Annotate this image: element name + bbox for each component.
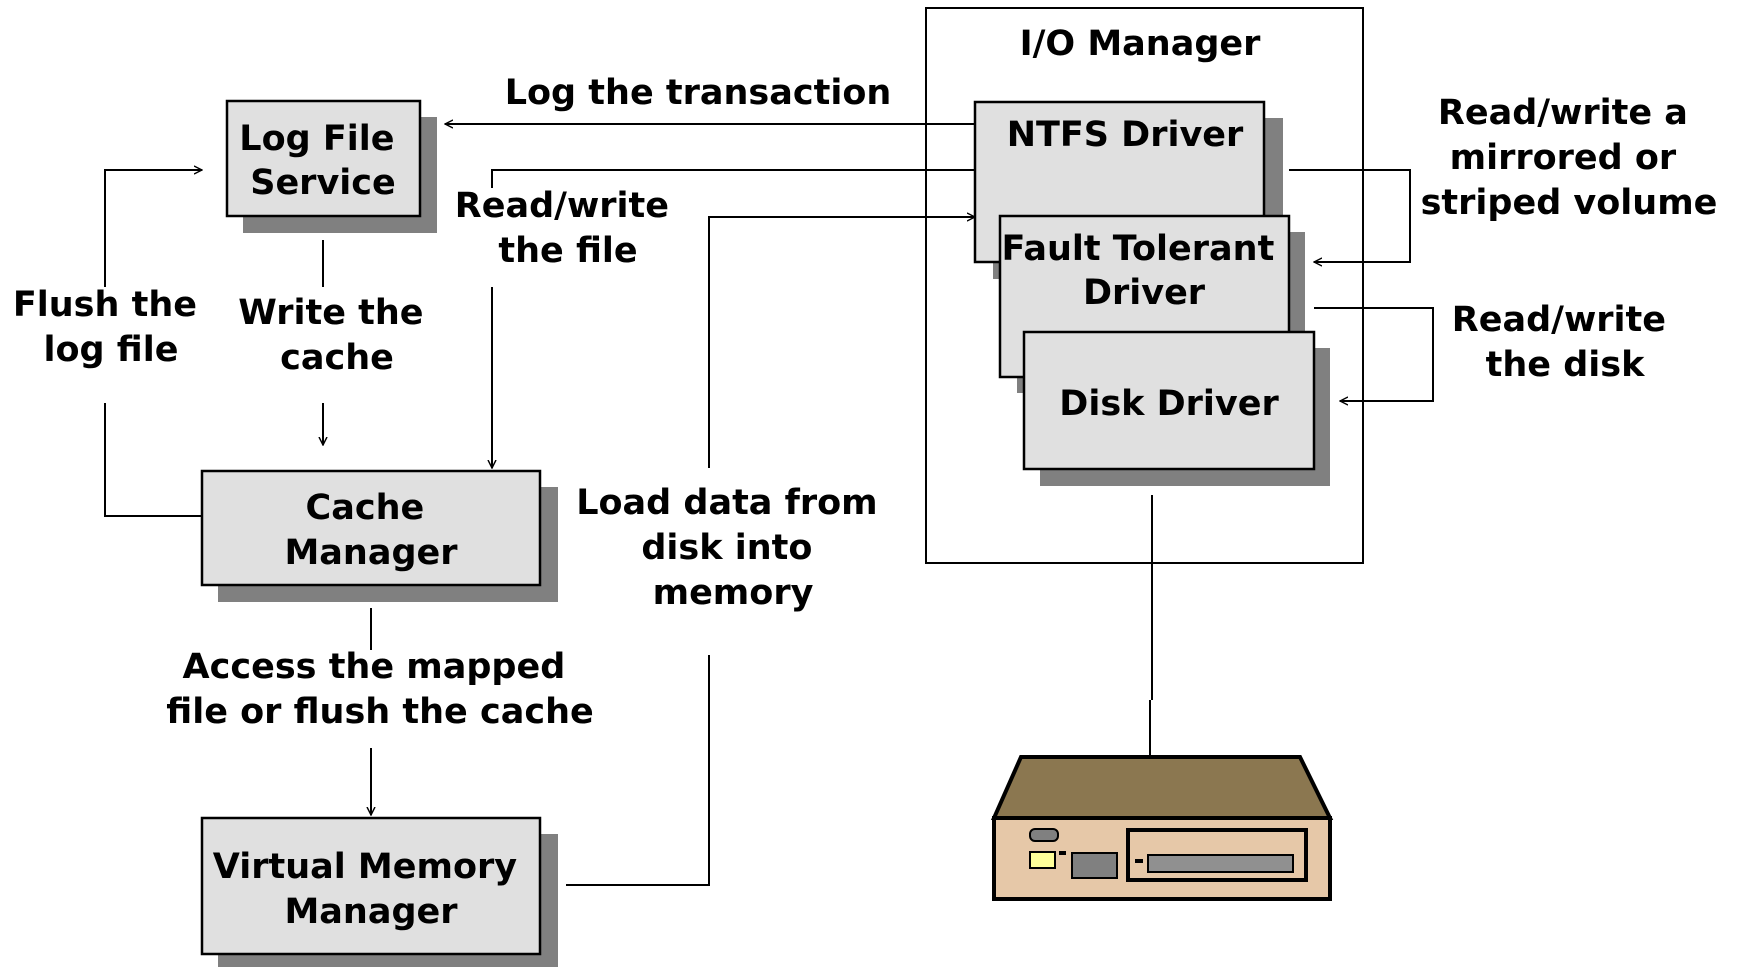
virtual-memory-manager-label: Manager <box>284 892 458 932</box>
disk-drive-bay-dash <box>1135 859 1143 863</box>
virtual-memory-manager-label: Virtual Memory <box>213 847 518 887</box>
label-write-cache: Write the cache <box>238 293 435 378</box>
disk-drive-light <box>1029 851 1056 869</box>
arrow-read-write-mirrored <box>1289 169 1411 262</box>
arrow-load-data <box>566 217 975 886</box>
label-read-write-disk: Read/write the disk <box>1452 300 1678 385</box>
io-manager-frame <box>925 7 1364 564</box>
arrow-read-write-file <box>492 169 975 468</box>
log-file-service-box: Log File Service <box>225 99 437 233</box>
disk-driver-label: Disk Driver <box>1059 384 1279 424</box>
label-access-mapped: Access the mapped file or flush the cach… <box>166 647 594 732</box>
log-file-service-label: Service <box>250 163 396 203</box>
cache-manager-label: Manager <box>284 533 458 573</box>
log-file-service-label: Log File <box>239 119 394 159</box>
svg-text:Fault Tolerant Driver: Fault Tolerant Driver <box>1001 229 1286 313</box>
svg-text:Virtual Memory Manager: Virtual Memory Manager <box>213 847 530 932</box>
arrow-read-write-disk <box>1314 307 1434 401</box>
cache-manager-label: Cache <box>306 488 425 528</box>
arrow-to-disk <box>1149 495 1153 775</box>
disk-drive-button <box>1071 852 1118 879</box>
disk-driver-box: Disk Driver <box>1022 330 1330 486</box>
label-log-transaction: Log the transaction <box>505 73 892 113</box>
fault-tolerant-driver-label: Fault Tolerant <box>1001 229 1274 269</box>
label-read-write-mirrored: Read/write a mirrored or striped volume <box>1421 93 1718 223</box>
disk-drive-top <box>990 755 1334 820</box>
svg-text:NTFS Driver: NTFS Driver <box>1007 115 1244 155</box>
label-flush-log: Flush the log file <box>13 285 209 370</box>
label-read-write-file: Read/write the file <box>455 186 681 271</box>
arrow-flush-log <box>104 170 202 517</box>
virtual-memory-manager-box: Virtual Memory Manager <box>200 816 558 967</box>
disk-drive-slot <box>1147 854 1294 873</box>
label-load-data: Load data from disk into memory <box>576 483 890 613</box>
io-manager-title: I/O Manager <box>1020 24 1262 64</box>
disk-drive-led <box>1029 828 1059 842</box>
ntfs-driver-label: NTFS Driver <box>1007 115 1244 155</box>
svg-text:Log File Service: Log File Service <box>239 119 406 203</box>
cache-manager-box: Cache Manager <box>200 469 558 602</box>
fault-tolerant-driver-label: Driver <box>1083 273 1206 313</box>
svg-text:Cache Manager: Cache Manager <box>284 488 458 573</box>
svg-text:Disk Driver: Disk Driver <box>1059 384 1279 424</box>
disk-drive-icon <box>990 755 1334 901</box>
disk-drive-connector <box>1059 851 1066 855</box>
disk-drive-bay <box>1126 828 1308 882</box>
